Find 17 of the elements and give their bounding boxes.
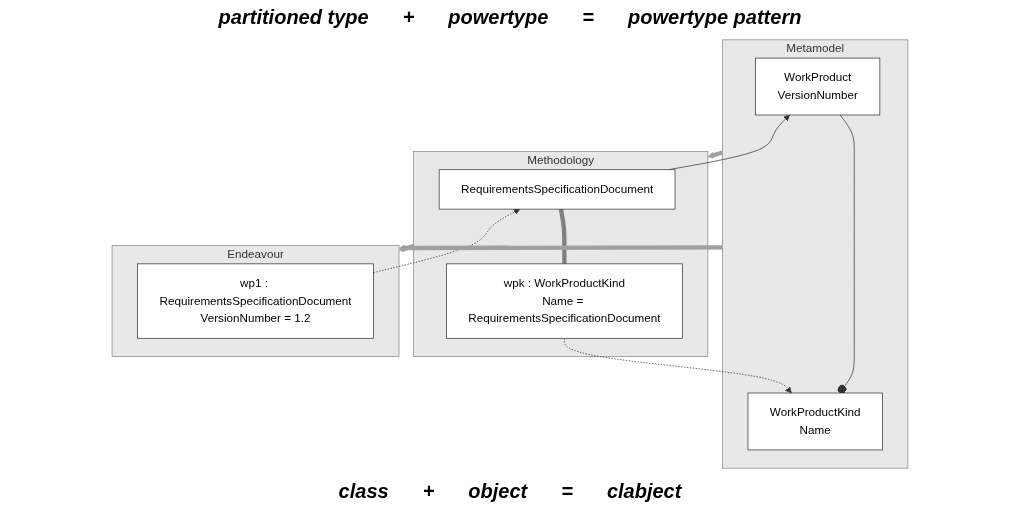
heading-term: powertype (448, 5, 549, 29)
heading-term: = (561, 479, 573, 503)
node-box: RequirementsSpecificationDocument (438, 169, 676, 210)
operator-symbol: + (402, 5, 415, 29)
node-box: wpk : WorkProductKind Name = RequirementsSpecificationDocument (446, 263, 683, 339)
arrow (707, 150, 724, 159)
operator-symbol: class (338, 479, 389, 503)
operator-symbol: object (468, 479, 528, 503)
heading-term: partitioned type (218, 5, 369, 29)
node-box: WorkProduct VersionNumber (755, 57, 881, 116)
connector (558, 208, 567, 264)
operator-symbol: clabject (606, 479, 682, 503)
heading-term: + (422, 479, 435, 503)
node-box: WorkProductKind Name (747, 392, 883, 451)
heading-term: powertype pattern (628, 5, 802, 29)
node-box: wp1 : RequirementsSpecificationDocument VersionNumber = 1.2 (137, 263, 374, 339)
operator-symbol: = (582, 5, 595, 29)
